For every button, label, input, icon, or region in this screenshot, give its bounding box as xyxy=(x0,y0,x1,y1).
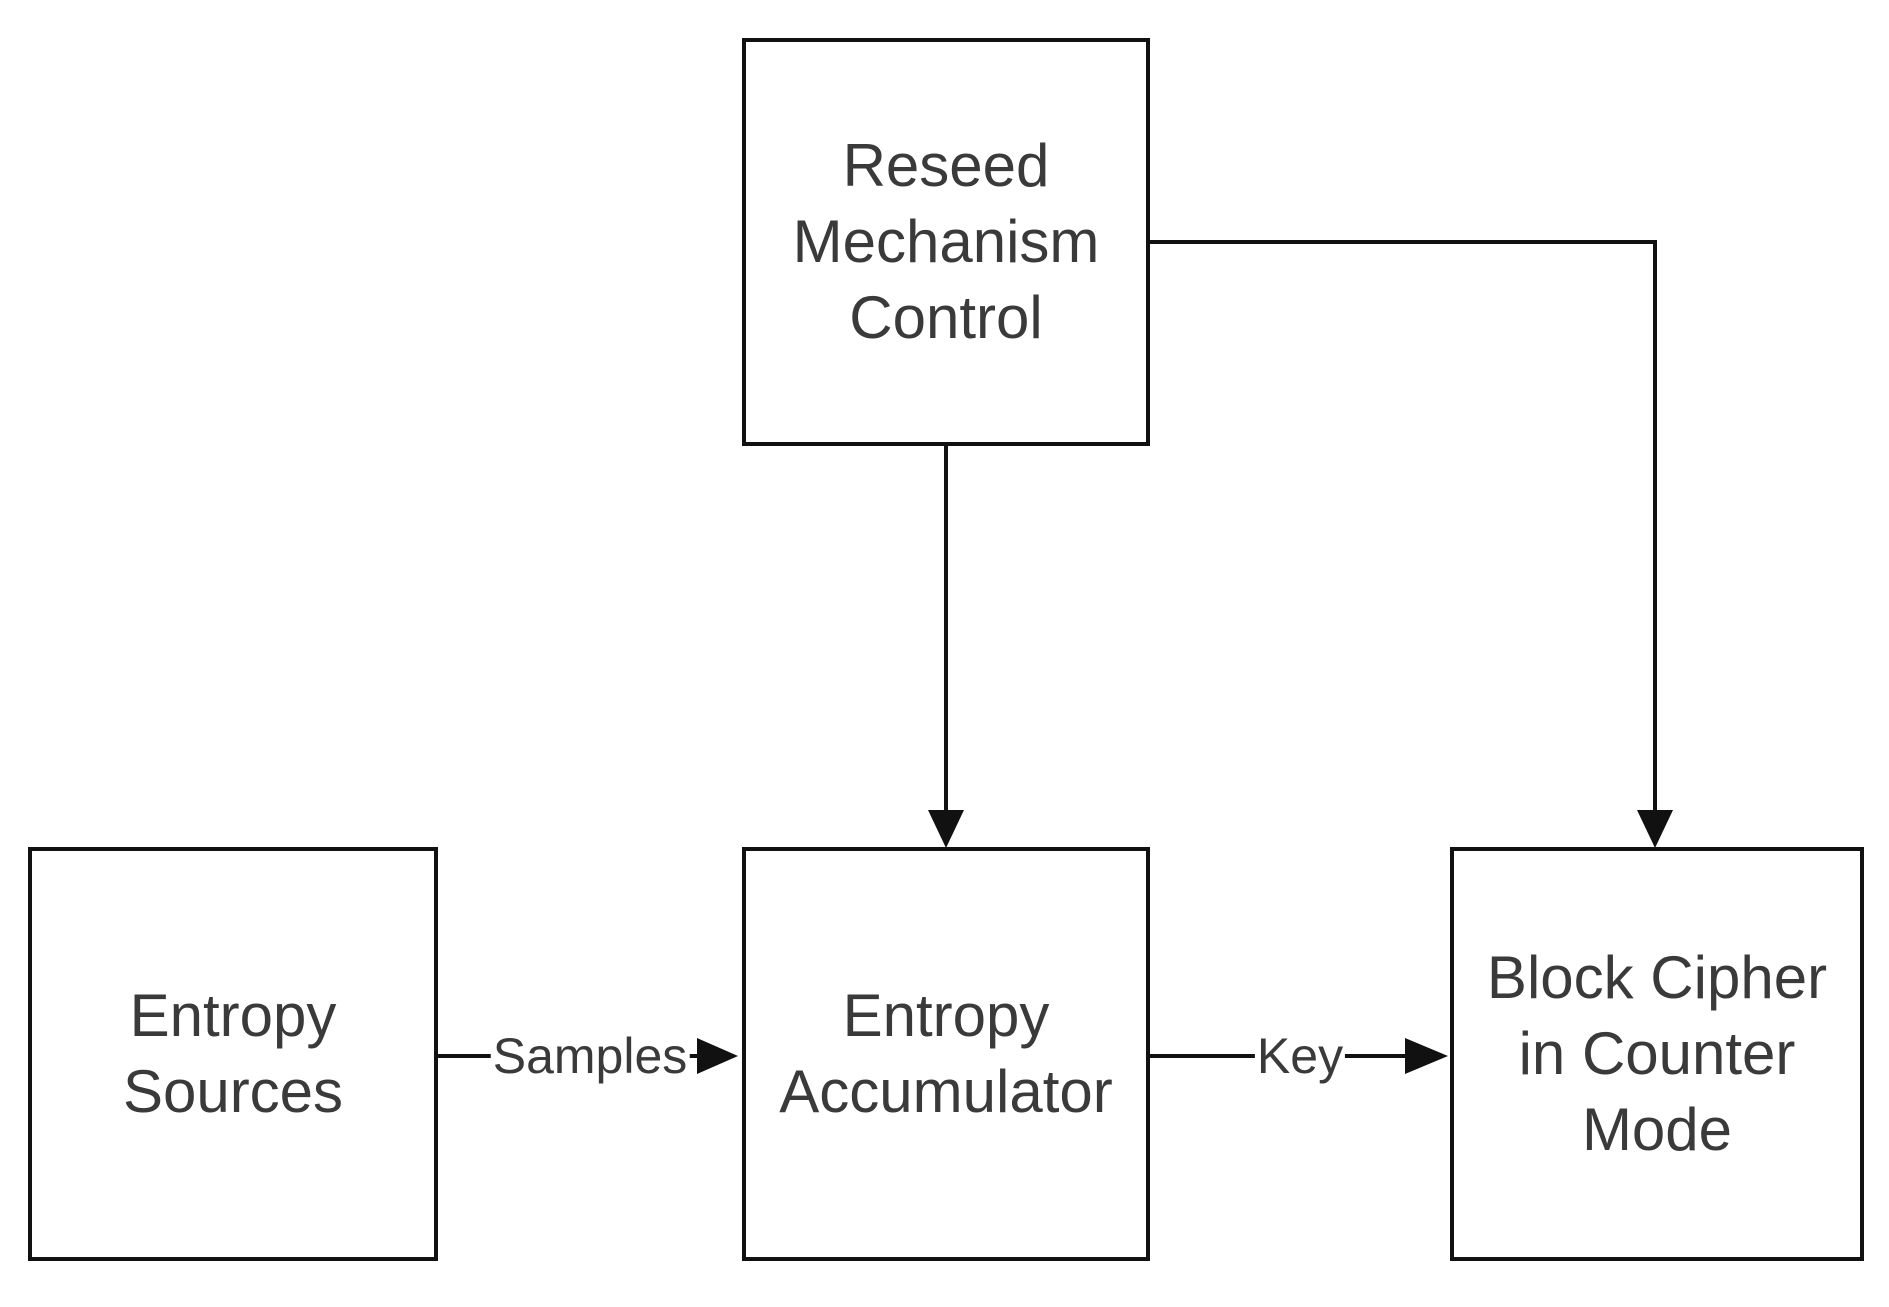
node-label: Entropy Accumulator xyxy=(779,982,1113,1125)
node-label: Reseed Mechanism Control xyxy=(792,132,1100,351)
node-entropy-sources: Entropy Sources xyxy=(28,847,438,1261)
arrowhead-icon xyxy=(1637,810,1673,848)
node-reseed-mechanism-control: Reseed Mechanism Control xyxy=(742,38,1150,446)
arrowhead-icon xyxy=(697,1038,738,1074)
node-block-cipher: Block Cipher in Counter Mode xyxy=(1450,847,1864,1261)
node-label: Entropy Sources xyxy=(122,982,344,1125)
edge-reseed-to-cipher xyxy=(1150,240,1673,848)
node-label: Block Cipher in Counter Mode xyxy=(1486,944,1828,1163)
arrowhead-icon xyxy=(928,810,964,848)
arrowhead-icon xyxy=(1405,1038,1448,1074)
edge-label-samples: Samples xyxy=(490,1028,690,1084)
edge-reseed-to-accumulator xyxy=(928,445,964,848)
node-entropy-accumulator: Entropy Accumulator xyxy=(742,847,1150,1261)
edge-label-key: Key xyxy=(1254,1028,1346,1084)
